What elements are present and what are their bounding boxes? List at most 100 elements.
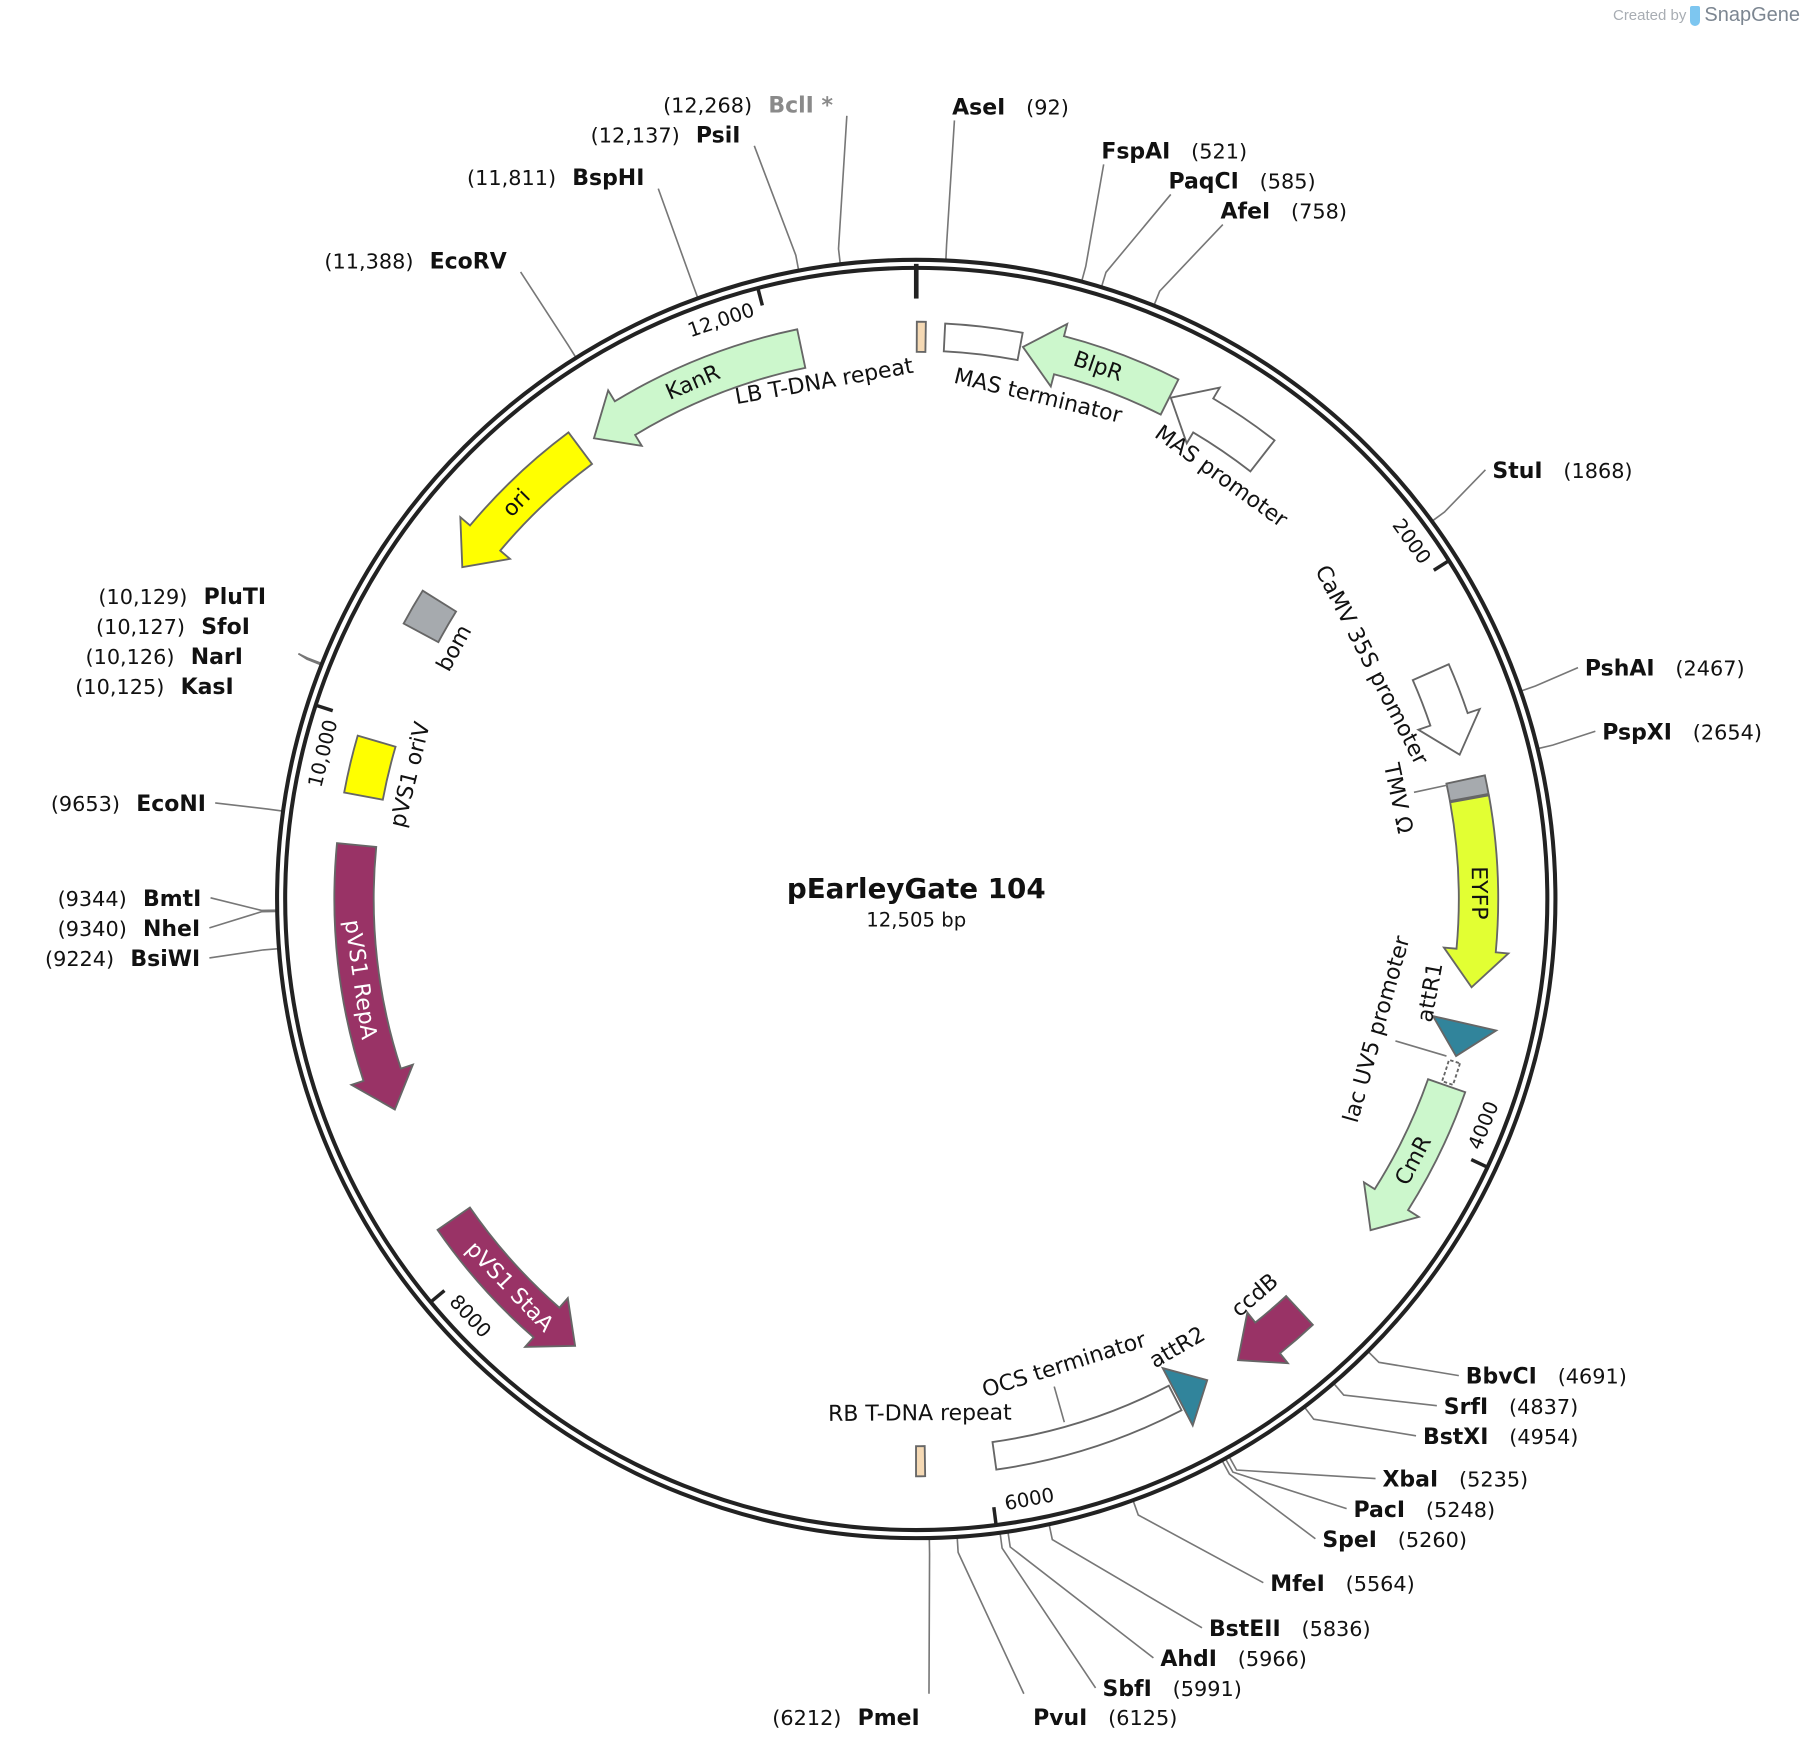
feature-arrow — [1362, 1078, 1467, 1232]
site-name[interactable]: EcoRV — [430, 249, 507, 274]
site-position: (4691) — [1558, 1365, 1627, 1389]
site-leader-line — [753, 145, 800, 271]
feature-box — [991, 1384, 1183, 1471]
site-name[interactable]: PsiI — [696, 123, 741, 148]
site-name[interactable]: SfoI — [201, 615, 250, 640]
feature-arrow — [1160, 1366, 1209, 1428]
site-name[interactable]: BsiWI — [130, 947, 200, 972]
site-position: (5235) — [1459, 1468, 1528, 1492]
site-label: AfeI (758) — [1221, 200, 1347, 225]
site-name[interactable]: SbfI — [1103, 1677, 1152, 1702]
site-position: (2467) — [1675, 657, 1744, 681]
site-bsphi: (11,811) BspHI — [467, 166, 644, 191]
site-label: PvuI(6125) — [1033, 1706, 1177, 1731]
site-name[interactable]: BstXI — [1423, 1425, 1488, 1450]
site-name[interactable]: BstEII — [1209, 1617, 1281, 1642]
site-label: (11,811) BspHI — [467, 166, 644, 191]
site-name[interactable]: AfeI — [1221, 200, 1271, 225]
site-position: (10,126) — [85, 645, 174, 669]
site-position: (10,125) — [75, 675, 164, 699]
feature-arrow — [1431, 1014, 1499, 1058]
site-label: XbaI (5235) — [1382, 1468, 1528, 1493]
site-position: (758) — [1291, 200, 1347, 224]
site-name[interactable]: SrfI — [1444, 1395, 1488, 1420]
site-nhei: (9340)NheI — [58, 917, 201, 942]
site-label: (10,126) NarI — [85, 645, 242, 670]
tick-label: 6000 — [1003, 1483, 1056, 1515]
site-label: AseI(92) — [952, 96, 1069, 121]
site-leader-lines — [209, 115, 1596, 1695]
site-position: (9653) — [51, 792, 120, 816]
site-name[interactable]: BmtI — [143, 887, 201, 912]
site-position: (6212) — [772, 1706, 841, 1730]
site-leader-line — [298, 652, 322, 665]
site-label: BstXI (4954) — [1423, 1425, 1578, 1450]
site-name[interactable]: PmeI — [858, 1706, 920, 1731]
site-position: (5991) — [1173, 1677, 1242, 1701]
feature-arrow — [333, 842, 415, 1111]
site-label: AhdI(5966) — [1160, 1647, 1307, 1672]
site-name[interactable]: AseI — [952, 96, 1005, 121]
site-position: (10,127) — [96, 615, 185, 639]
site-name[interactable]: XbaI — [1382, 1468, 1438, 1493]
site-label: (9344) BmtI — [58, 887, 202, 912]
site-name[interactable]: PvuI — [1033, 1706, 1087, 1731]
site-name[interactable]: PspXI — [1602, 720, 1672, 745]
site-name[interactable]: AhdI — [1160, 1647, 1217, 1672]
feature-box — [915, 1445, 927, 1478]
site-leader-line — [1007, 1532, 1154, 1659]
feature-label: OCS terminator — [979, 1327, 1150, 1403]
site-position: (4954) — [1509, 1425, 1578, 1449]
site-leader-line — [1221, 1460, 1316, 1540]
site-name[interactable]: PluTI — [204, 585, 266, 610]
site-leader-line — [209, 947, 279, 959]
site-position: (9344) — [58, 887, 127, 911]
site-leader-line — [1367, 1351, 1459, 1377]
site-name[interactable]: NarI — [191, 645, 243, 670]
site-name[interactable]: PshAI — [1585, 657, 1655, 682]
site-name[interactable]: BbvCI — [1466, 1365, 1537, 1390]
site-asei: AseI(92) — [952, 96, 1069, 121]
tick-mark — [429, 1289, 446, 1304]
feature-arrow — [1411, 663, 1482, 757]
feature-label: attR1 — [1413, 961, 1448, 1024]
site-position: (11,388) — [324, 249, 413, 273]
site-mfei: MfeI (5564) — [1270, 1572, 1415, 1597]
feature-arrow — [592, 328, 807, 448]
site-label: StuI (1868) — [1492, 459, 1632, 484]
feature-label: pVS1 oriV — [386, 720, 436, 830]
site-position: (521) — [1191, 140, 1247, 164]
site-name[interactable]: SpeI — [1322, 1528, 1377, 1553]
site-stui: StuI (1868) — [1492, 459, 1632, 484]
site-leader-line — [1537, 730, 1596, 750]
site-srfi: SrfI (4837) — [1444, 1395, 1578, 1420]
feature-eyfp: EYFP — [1442, 794, 1511, 989]
site-name[interactable]: KasI — [181, 675, 234, 700]
snapgene-logo-icon — [1690, 5, 1701, 26]
site-name[interactable]: BspHI — [572, 166, 644, 191]
site-pvui: PvuI(6125) — [1033, 1706, 1177, 1731]
site-position: (4837) — [1509, 1395, 1578, 1419]
site-leader-line — [956, 1537, 1025, 1695]
site-name[interactable]: PaqCI — [1168, 170, 1238, 195]
tick-mark — [756, 287, 765, 306]
feature-label: attR2 — [1145, 1322, 1209, 1374]
site-name[interactable]: FspAI — [1101, 140, 1170, 165]
feature-label: TMV Ω — [1378, 760, 1417, 836]
site-position: (5564) — [1346, 1572, 1415, 1596]
site-label: PspXI(2654) — [1602, 720, 1762, 745]
site-name[interactable]: EcoNI — [136, 792, 206, 817]
site-fspai: FspAI (521) — [1101, 140, 1247, 165]
site-position: (1868) — [1563, 459, 1632, 483]
site-name[interactable]: StuI — [1492, 459, 1542, 484]
site-label: (12,137)PsiI — [591, 123, 741, 148]
site-name[interactable]: MfeI — [1270, 1572, 1324, 1597]
site-econi: (9653) EcoNI — [51, 792, 206, 817]
site-name[interactable]: BclI * — [768, 93, 833, 118]
feature-bom: bom — [402, 589, 477, 676]
site-position: (11,811) — [467, 166, 556, 190]
site-label: (10,125) KasI — [75, 675, 233, 700]
site-name[interactable]: PacI — [1354, 1498, 1406, 1523]
site-name[interactable]: NheI — [143, 917, 200, 942]
site-bcli: (12,268)BclI * — [663, 93, 833, 118]
